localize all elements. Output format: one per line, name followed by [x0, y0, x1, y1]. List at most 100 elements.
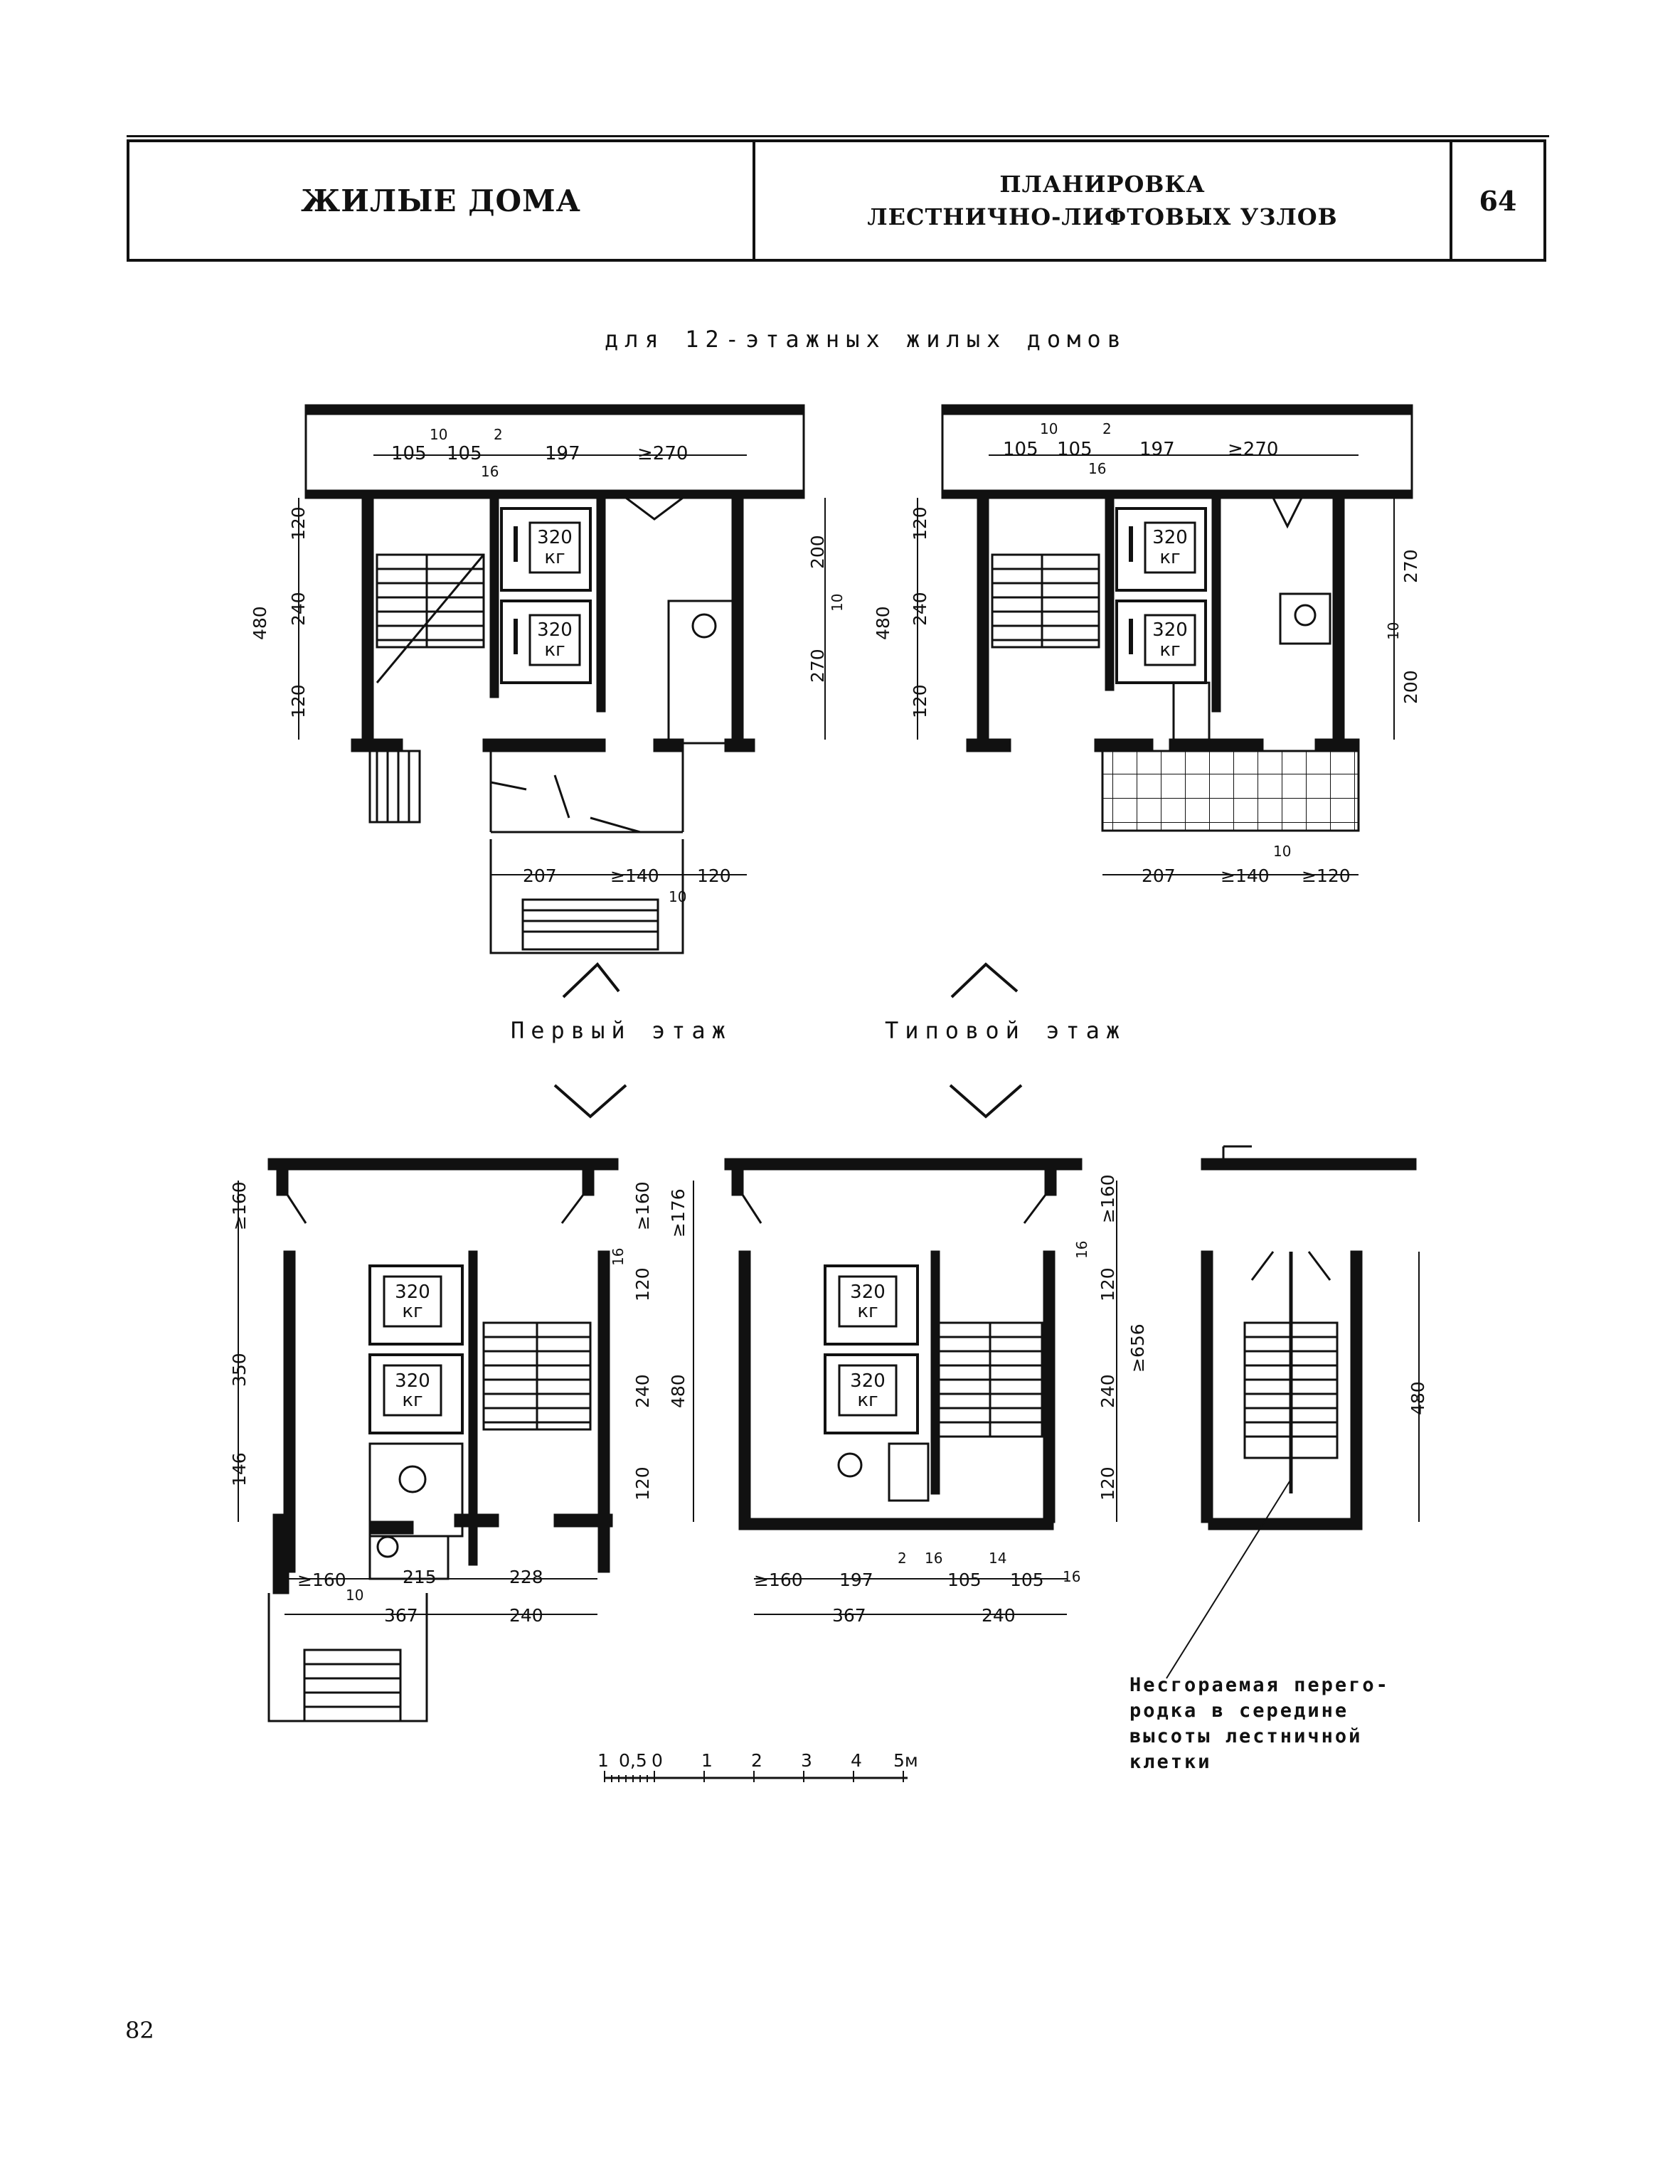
partition-note: Несгораемая перего- родка в середине выс… — [1129, 1673, 1390, 1775]
dim-label: 240 — [982, 1605, 1016, 1626]
sheet-title-line1: ПЛАНИРОВКА — [999, 171, 1206, 198]
scale-tick: 1 — [597, 1750, 609, 1771]
dim-label: ≥160 — [297, 1570, 346, 1590]
section-title: ЖИЛЫЕ ДОМА — [129, 142, 755, 259]
scale-tick: 3 — [801, 1750, 812, 1771]
dim-label: 480 — [873, 606, 893, 640]
dim-label: 120 — [697, 865, 731, 886]
dim-label: ≥160 — [754, 1570, 803, 1590]
dim-label: 16 — [1063, 1568, 1080, 1585]
scale-tick: 4 — [851, 1750, 862, 1771]
lift-capacity: 320 — [395, 1370, 430, 1392]
arrow-down-right — [949, 1084, 1023, 1119]
header-top-rule — [127, 135, 1549, 137]
plan-bottom-right — [1166, 1145, 1417, 1679]
lift-unit: кг — [857, 1390, 878, 1411]
dim-label: ≥160 — [229, 1181, 250, 1230]
dim-label: 10 — [1040, 420, 1058, 437]
sheet-number: 64 — [1479, 184, 1517, 217]
arrow-down-left — [553, 1084, 627, 1119]
subtitle: для 12-этажных жилых домов — [605, 326, 1127, 353]
dim-label: 207 — [1142, 865, 1176, 886]
dim-label: 146 — [229, 1452, 250, 1486]
dim-label: 16 — [610, 1248, 627, 1266]
lift-unit: кг — [544, 639, 565, 661]
note-line: высоты лестничной — [1129, 1725, 1363, 1747]
page-header: ЖИЛЫЕ ДОМА ПЛАНИРОВКА ЛЕСТНИЧНО-ЛИФТОВЫХ… — [127, 139, 1546, 262]
dim-label: 120 — [1097, 1267, 1118, 1301]
dim-label: 197 — [545, 443, 580, 464]
dim-label: 10 — [669, 888, 686, 905]
lift-unit: кг — [402, 1390, 422, 1411]
dim-label: ≥160 — [1097, 1174, 1118, 1223]
label-first-floor: Первый этаж — [511, 1017, 732, 1044]
dim-label: 480 — [250, 606, 270, 640]
scale-tick: 2 — [751, 1750, 762, 1771]
lift-capacity: 320 — [850, 1282, 886, 1303]
dim-label: 2 — [494, 426, 503, 443]
dim-label: 105 — [391, 443, 427, 464]
dim-label: 200 — [807, 535, 828, 569]
dim-label: ≥140 — [610, 865, 659, 886]
dim-label: 120 — [288, 506, 309, 540]
lift-capacity: 320 — [537, 619, 573, 641]
dim-label: 228 — [509, 1567, 543, 1587]
dim-label: 197 — [1139, 439, 1175, 460]
dim-label: 105 — [1003, 439, 1038, 460]
dim-label: ≥120 — [1302, 865, 1351, 886]
lift-unit: кг — [1159, 639, 1180, 661]
page-number: 82 — [125, 2017, 154, 2044]
dim-label: 367 — [832, 1605, 866, 1626]
arrow-up-left — [562, 962, 620, 998]
dim-label: 240 — [1097, 1374, 1118, 1408]
dim-label: 120 — [288, 684, 309, 718]
dim-label: 16 — [1088, 460, 1106, 477]
dim-label: ≥656 — [1127, 1323, 1148, 1373]
dim-label: 270 — [807, 649, 828, 683]
dim-label: 120 — [1097, 1466, 1118, 1501]
lift-capacity: 320 — [395, 1282, 430, 1303]
dim-label: 10 — [1385, 622, 1402, 640]
dim-label: 2 — [1102, 420, 1112, 437]
scale-tick: 0,5 — [619, 1750, 647, 1771]
scale-tick: 1 — [701, 1750, 713, 1771]
dim-label: 197 — [839, 1570, 873, 1590]
note-line: клетки — [1129, 1751, 1212, 1773]
dim-label: 120 — [910, 506, 930, 540]
dim-label: 105 — [1010, 1570, 1044, 1590]
dim-label: 240 — [910, 592, 930, 626]
plan-bottom-middle — [724, 1158, 1083, 1530]
note-line: родка в середине — [1129, 1700, 1349, 1722]
dim-label: 105 — [947, 1570, 982, 1590]
note-line: Несгораемая перего- — [1129, 1674, 1390, 1696]
plan-typical-floor — [941, 404, 1413, 832]
label-typical-floor: Типовой этаж — [885, 1017, 1127, 1044]
dim-label: 105 — [1057, 439, 1092, 460]
dim-label: 240 — [288, 592, 309, 626]
lift-capacity: 320 — [1152, 619, 1188, 641]
lift-unit: кг — [544, 547, 565, 568]
lift-unit: кг — [857, 1301, 878, 1322]
plan-bottom-left — [267, 1158, 619, 1722]
scale-tick: 5м — [893, 1750, 918, 1771]
dim-label: 10 — [1273, 843, 1291, 860]
dim-label: 480 — [668, 1374, 689, 1408]
dim-label: 120 — [910, 684, 930, 718]
dim-label: 16 — [481, 463, 499, 480]
lift-capacity: 320 — [850, 1370, 886, 1392]
scale-tick: 0 — [652, 1750, 663, 1771]
plan-first-floor — [304, 404, 805, 954]
dim-label: 16 — [925, 1550, 942, 1567]
dim-label: ≥160 — [632, 1181, 653, 1230]
dim-label: 120 — [632, 1466, 653, 1501]
sheet-title-line2: ЛЕСТНИЧНО-ЛИФТОВЫХ УЗЛОВ — [867, 203, 1338, 230]
dim-label: 215 — [403, 1567, 437, 1587]
lift-capacity: 320 — [537, 527, 573, 548]
dim-label: ≥270 — [1228, 439, 1278, 460]
dim-label: 207 — [523, 865, 557, 886]
dim-label: 270 — [1400, 549, 1421, 583]
dim-label: 105 — [447, 443, 482, 464]
dim-label: 10 — [829, 594, 846, 612]
dim-label: 480 — [1408, 1381, 1428, 1415]
